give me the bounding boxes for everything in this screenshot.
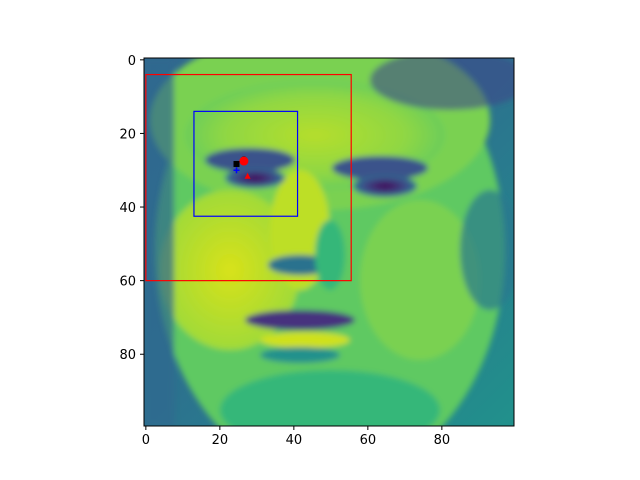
y-tick-label: 80 <box>119 348 136 363</box>
marker-circle-2 <box>239 156 249 166</box>
marker-plus-4 <box>233 167 240 174</box>
y-tick-label: 20 <box>119 127 136 142</box>
x-tick-label: 40 <box>286 433 303 448</box>
x-tick-label: 0 <box>142 433 150 448</box>
y-tick-label: 40 <box>119 201 136 216</box>
marker-square-3 <box>233 160 240 167</box>
x-tick-label: 20 <box>212 433 229 448</box>
axes-frame <box>143 57 515 427</box>
x-tick-label: 80 <box>434 433 451 448</box>
y-axis: 0 20 40 60 80 <box>119 54 144 363</box>
y-tick-label: 60 <box>119 275 136 290</box>
bounding-box-2 <box>193 110 299 217</box>
overlay-layer <box>145 73 352 282</box>
y-tick-label: 0 <box>128 54 136 69</box>
marker-triangle-5 <box>244 172 251 179</box>
x-tick-label: 60 <box>360 433 377 448</box>
face-image <box>144 58 514 426</box>
x-axis: 0 20 40 60 80 <box>142 426 450 448</box>
bounding-box-1 <box>145 73 352 282</box>
